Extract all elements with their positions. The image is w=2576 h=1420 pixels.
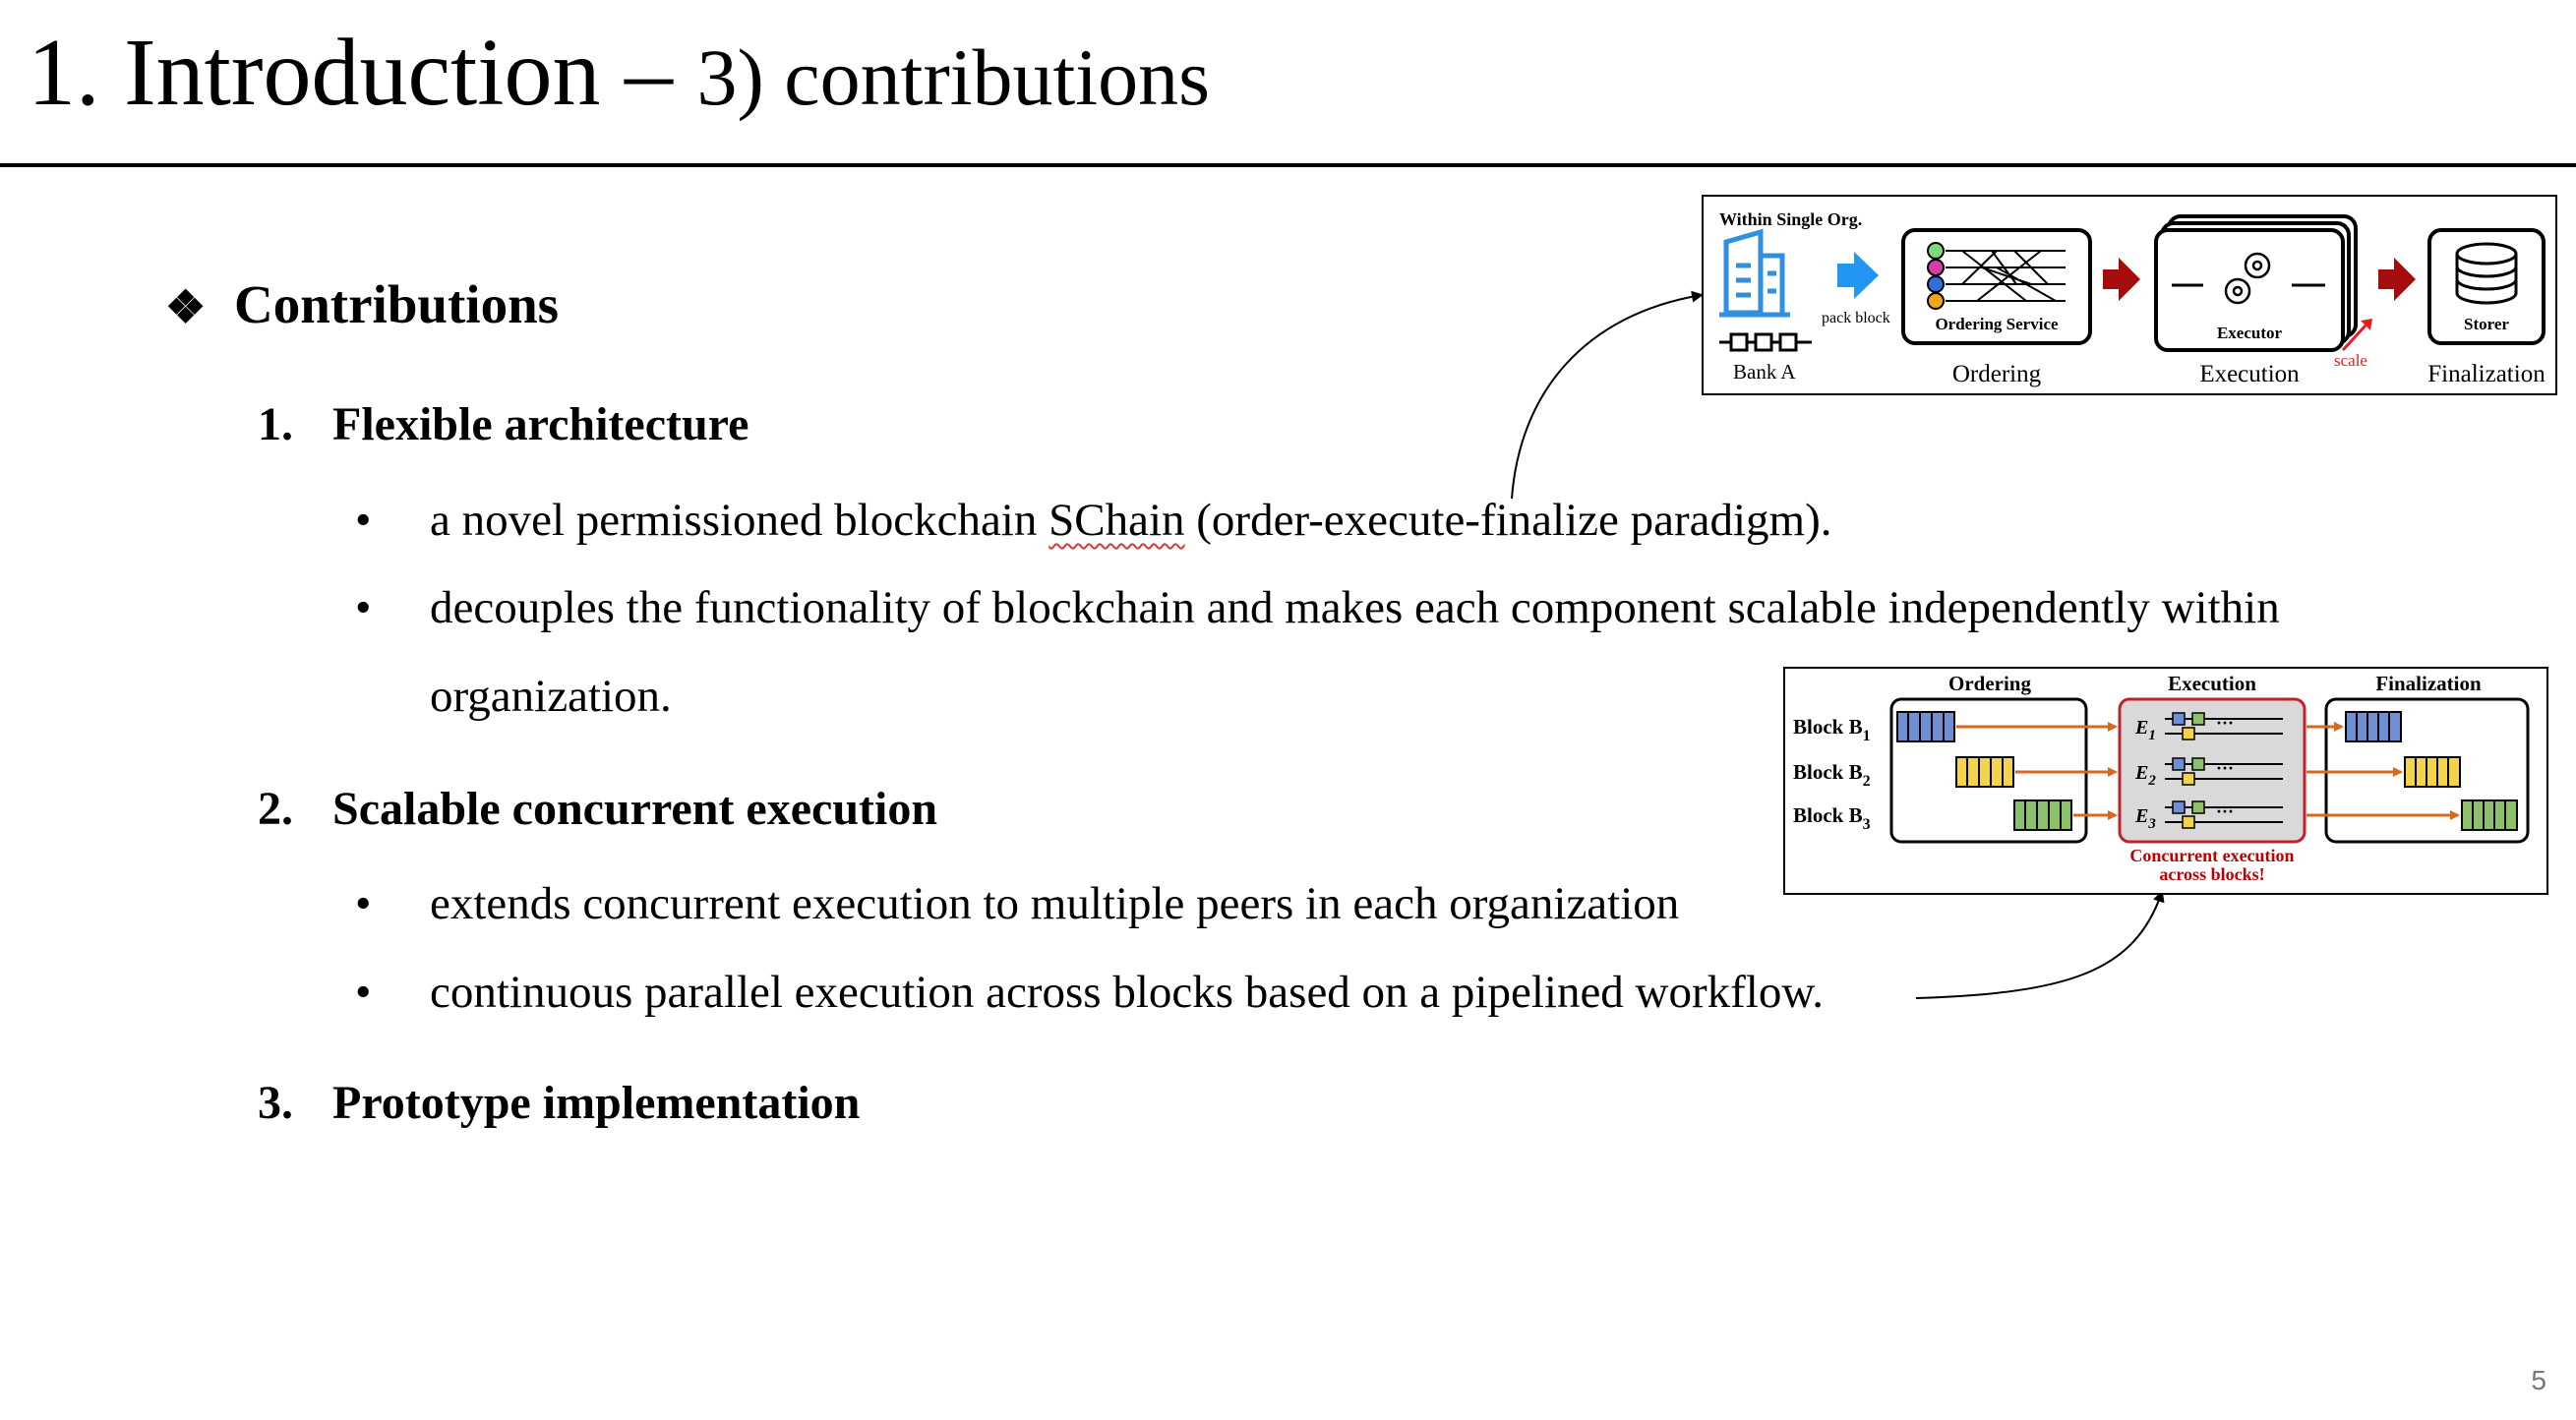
section-heading: ❖ Contributions [165,273,559,335]
pipeline-header-finalization: Finalization [2375,672,2482,695]
bullet-text-line1: decouples the functionality of blockchai… [430,582,2280,633]
stage-label-execution: Execution [2199,361,2300,387]
bullet-text-line2: organization. [430,671,672,722]
final-b3-queue [2461,799,2518,831]
executor-label: Executor [2217,324,2283,342]
title-dash: – [600,20,697,126]
caption-line-2: across blocks! [2159,864,2264,884]
svg-text:E2: E2 [2134,762,2156,789]
block-b3-queue [2013,799,2072,831]
item-title: Scalable concurrent execution [332,783,938,835]
executor-ellipsis: ··· [2216,801,2234,821]
executor-row-3: E3 ··· [2134,800,2283,832]
item-number: 2. [258,783,293,835]
bullet-2-1: • extends concurrent execution to multip… [355,877,1680,930]
stage-label-finalization: Finalization [2427,361,2546,387]
title-main: 1. Introduction [28,20,601,126]
gear-icon [2224,252,2271,305]
ordering-service-label: Ordering Service [1935,315,2059,333]
bullet-dot-icon: • [355,967,372,1018]
final-b2-queue [2404,756,2461,788]
contribution-item-1: 1. Flexible architecture [258,397,749,451]
item-title: Prototype implementation [332,1077,861,1129]
chain-icon [1719,332,1812,352]
database-icon [2455,242,2518,305]
title-divider [0,163,2576,167]
diamond-bullet-icon: ❖ [165,282,207,332]
executor-row-1: E1 ··· [2134,712,2283,743]
block-b1-queue [1896,711,1955,742]
block-label-2: Block B2 [1793,760,1871,790]
bullet-1-1: • a novel permissioned blockchain SChain… [355,494,1832,547]
connector-arrow-architecture [1511,290,1704,500]
title-sub: 3) contributions [696,32,1211,122]
contribution-item-3: 3. Prototype implementation [258,1076,860,1130]
pipeline-execution-box [2118,697,2306,844]
bullet-text-pre: a novel permissioned blockchain [430,495,1049,546]
stage-label-ordering: Ordering [1952,361,2042,387]
item-title: Flexible architecture [332,398,749,450]
block-b2-queue [1955,756,2014,788]
building-icon [1719,228,1790,318]
storer-label: Storer [2464,315,2509,333]
svg-text:E3: E3 [2134,805,2156,832]
pipeline-header-execution: Execution [2168,672,2256,695]
blue-arrow-icon [1837,252,1879,299]
dark-red-arrow-icon [2103,258,2140,301]
slide-title: 1. Introduction – 3) contributions [28,14,1210,137]
bullet-text-post: (order-execute-finalize paradigm). [1184,495,1832,546]
org-label: Bank A [1733,360,1796,384]
svg-text:E1: E1 [2134,717,2156,743]
dark-red-arrow-icon [2378,258,2416,301]
final-b1-queue [2345,711,2402,742]
scale-label: scale [2334,351,2367,370]
executor-ellipsis: ··· [2216,758,2234,778]
pipeline-header-ordering: Ordering [1948,672,2031,695]
heading-text: Contributions [234,274,560,334]
connector-arrow-pipeline [1915,890,2165,999]
bullet-1-2: • decouples the functionality of blockch… [355,581,2280,634]
block-label-1: Block B1 [1793,715,1871,744]
executor-row-2: E2 ··· [2134,757,2283,789]
block-label-3: Block B3 [1793,803,1871,833]
bullet-dot-icon: • [355,495,372,546]
pipeline-figure: Ordering Execution Finalization Block B1… [1783,667,2548,895]
bullet-text: continuous parallel execution across blo… [430,967,1824,1018]
bullet-1-2-continuation: organization. [430,670,672,723]
ordering-lines-icon [1927,242,2066,310]
pack-label: pack block [1822,310,1890,326]
page-number: 5 [2531,1365,2546,1395]
item-number: 1. [258,398,293,450]
bullet-2-2: • continuous parallel execution across b… [355,966,1824,1019]
scale-arrow-icon [2341,323,2368,352]
bullet-dot-icon: • [355,878,372,929]
item-number: 3. [258,1077,293,1129]
caption-line-1: Concurrent execution [2129,846,2294,865]
bullet-dot-icon: • [355,582,372,633]
schain-term: SChain [1048,495,1185,546]
frame-label: Within Single Org. [1719,209,1862,229]
bullet-text: extends concurrent execution to multiple… [430,878,1680,929]
executor-ellipsis: ··· [2216,713,2234,733]
contribution-item-2: 2. Scalable concurrent execution [258,782,937,836]
architecture-figure: Within Single Org. Bank A pack block Ord… [1702,195,2557,395]
